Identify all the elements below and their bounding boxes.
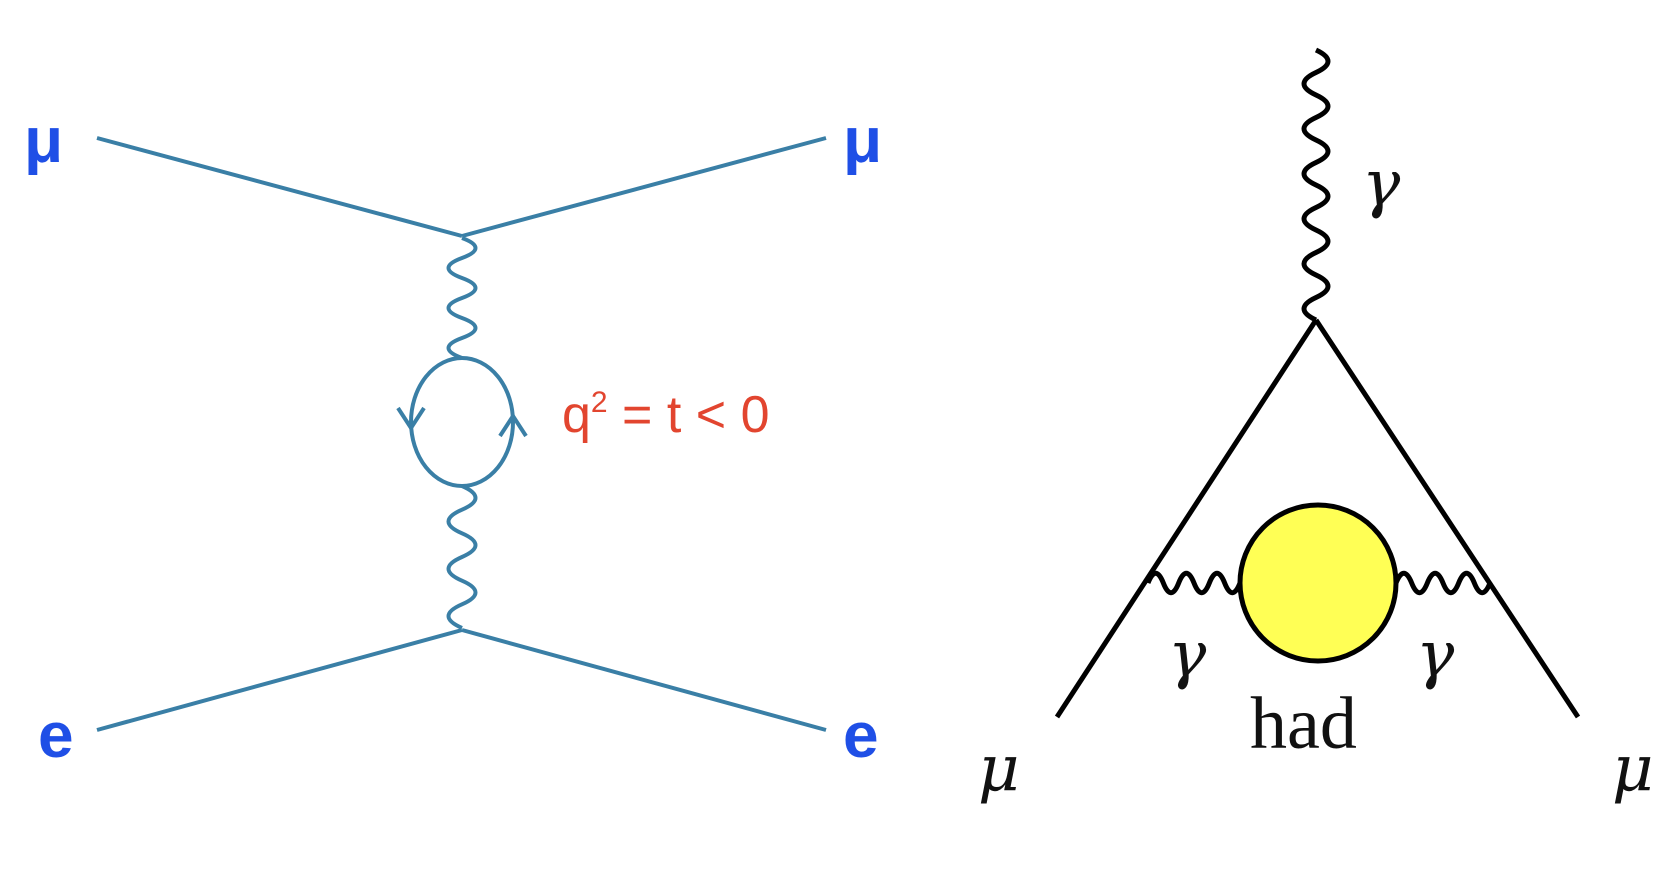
hadronic-blob <box>1237 502 1399 664</box>
q-base: q <box>562 386 591 444</box>
label-had: had <box>1250 683 1357 765</box>
left-diagram: μ μ e e q2 = t < 0 <box>24 104 882 771</box>
right-diagram: γ γ γ had μ μ <box>978 47 1654 806</box>
label-mu-top-right: μ <box>843 104 882 176</box>
vacuum-polarization-loop <box>409 356 515 488</box>
virtual-photon-lower <box>446 484 478 630</box>
q-relation: = t < 0 <box>608 386 770 444</box>
label-gamma-top: γ <box>1362 147 1401 221</box>
label-mu-top-left: μ <box>24 104 63 176</box>
loop-arrow-left-icon <box>396 406 426 432</box>
muon-out-line <box>461 136 827 238</box>
virtual-photon-upper <box>446 236 478 360</box>
muon-line-left <box>1054 318 1319 719</box>
electron-out-line <box>461 628 827 732</box>
momentum-transfer-label: q2 = t < 0 <box>562 386 770 444</box>
muon-in-line <box>96 136 463 238</box>
electron-in-line <box>96 628 463 732</box>
external-photon <box>1301 47 1331 323</box>
internal-photon-right <box>1393 570 1493 596</box>
label-e-bottom-right: e <box>843 699 879 771</box>
label-gamma-right: γ <box>1416 618 1455 692</box>
label-gamma-left: γ <box>1168 618 1207 692</box>
label-mu-bottom-left: μ <box>978 732 1020 806</box>
loop-arrow-right-icon <box>498 412 528 438</box>
label-mu-bottom-right: μ <box>1612 732 1654 806</box>
muon-line-right <box>1313 318 1581 719</box>
internal-photon-left <box>1145 570 1243 596</box>
q-exponent: 2 <box>591 386 608 419</box>
label-e-bottom-left: e <box>38 699 74 771</box>
